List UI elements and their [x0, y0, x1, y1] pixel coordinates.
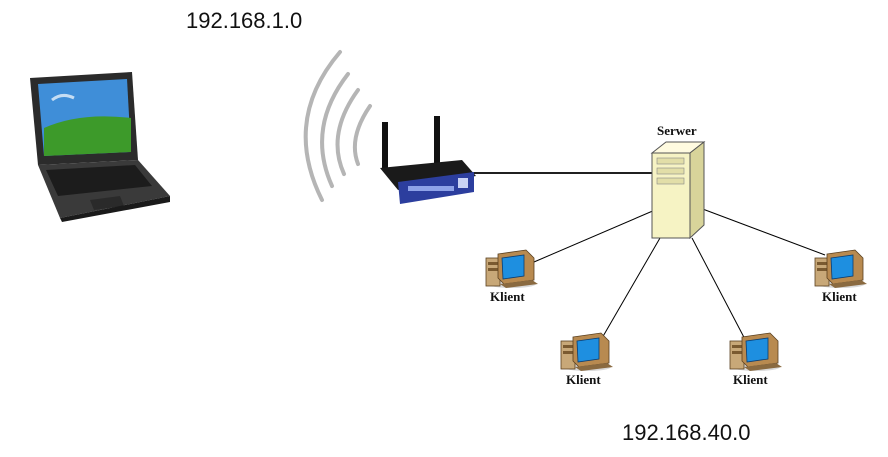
wired-subnet-label: 192.168.40.0 [622, 420, 751, 445]
server-client-2-link [597, 237, 661, 346]
server-tower-icon [650, 140, 706, 240]
router-antenna-left [382, 122, 388, 168]
router-antenna-right [434, 116, 440, 166]
desktop-computer-icon [485, 249, 538, 288]
links [470, 172, 826, 346]
wireless-subnet-label: 192.168.1.0 [186, 8, 303, 33]
client-label: Klient [822, 289, 857, 304]
server-client-4-link [699, 207, 826, 256]
server-label: Serwer [657, 123, 697, 138]
server-client-3-link [691, 237, 749, 346]
client-label: Klient [566, 372, 601, 387]
desktop-computer-icon [560, 332, 613, 371]
server-client-1-link [533, 209, 656, 263]
desktop-computer-icon [729, 332, 782, 371]
client-label: Klient [490, 289, 525, 304]
wifi-waves-icon [303, 50, 372, 202]
client-label: Klient [733, 372, 768, 387]
laptop-icon [30, 72, 170, 222]
wireless-router-icon [380, 116, 476, 204]
desktop-computer-icon [814, 249, 867, 288]
